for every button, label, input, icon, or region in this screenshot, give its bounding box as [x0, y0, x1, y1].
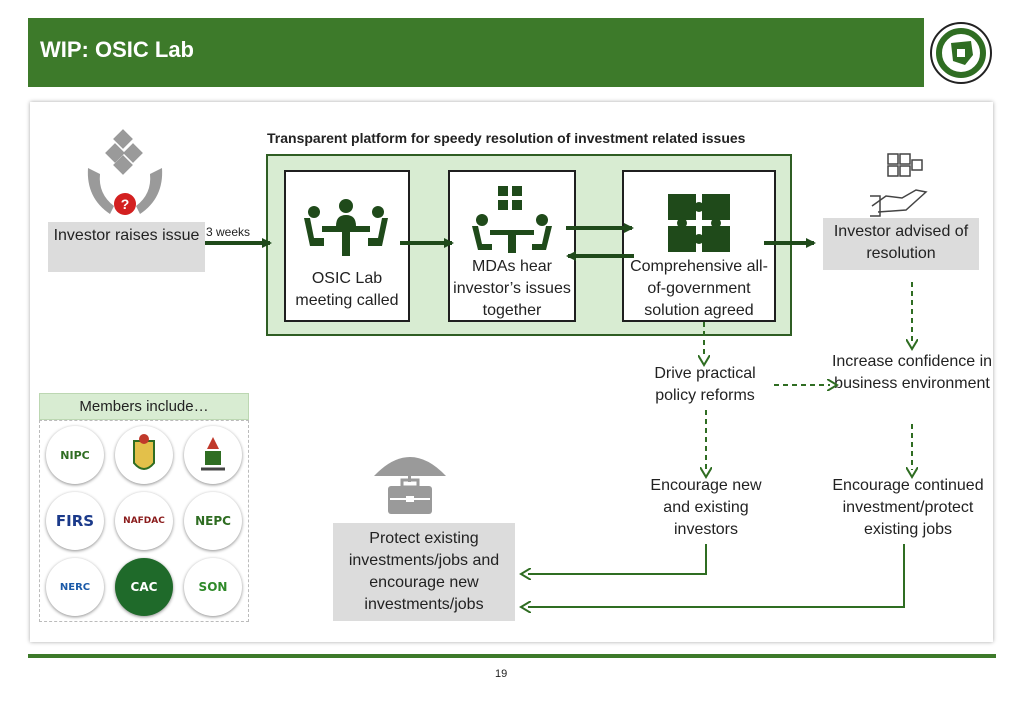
protect-investments-box: Protect existing investments/jobs and en…: [333, 523, 515, 621]
drive-reforms-label: Drive practical policy reforms: [654, 365, 756, 404]
mdas-discussion-icon: [468, 184, 556, 254]
coat-of-arms-logo-icon: [115, 426, 173, 484]
footer-divider: [28, 654, 996, 658]
title-bar: [28, 18, 924, 87]
hand-puzzle-icon: [868, 150, 932, 220]
nerc-logo-icon: NERC: [46, 558, 104, 616]
nipc-logo-icon: [927, 21, 995, 85]
cac-logo-icon: CAC: [115, 558, 173, 616]
members-logo-grid: [39, 420, 249, 622]
duration-label: 3 weeks: [206, 225, 251, 239]
increase-confidence-label: Increase confidence in business environm…: [831, 353, 993, 392]
son-logo-icon: SON: [184, 558, 242, 616]
osic-meeting-label: OSIC Lab meeting called: [295, 270, 399, 309]
encourage-new-label: Encourage new and existing investors: [650, 477, 762, 538]
solution-label: Comprehensive all-of-government solution…: [630, 258, 768, 319]
mdas-label: MDAs hear investor’s issues together: [453, 258, 571, 319]
agency-emblem-logo-icon: [184, 426, 242, 484]
umbrella-briefcase-icon: [370, 444, 450, 518]
page-number: 19: [495, 668, 508, 680]
page-title: WIP: OSIC Lab: [40, 37, 194, 62]
platform-title: Transparent platform for speedy resoluti…: [267, 130, 746, 146]
firs-logo-icon: FIRS: [46, 492, 104, 550]
encourage-continued-label: Encourage continued investment/protect e…: [832, 477, 984, 538]
members-heading: Members include…: [39, 393, 249, 420]
nafdac-logo-icon: NAFDAC: [115, 492, 173, 550]
arrow-continued-to-protect: [528, 544, 905, 607]
puzzle-icon: [664, 190, 734, 256]
solution-card: [622, 170, 776, 322]
investor-advised-box: Investor advised of resolution: [823, 218, 979, 270]
arrow-new-to-protect: [528, 544, 707, 574]
meeting-icon: [300, 196, 392, 258]
nipc-member-logo-icon: NIPC: [46, 426, 104, 484]
nepc-logo-icon: NEPC: [184, 492, 242, 550]
investor-raises-box: Investor raises issue: [48, 222, 205, 272]
svg-text:?: ?: [121, 196, 130, 212]
investor-question-icon: ?: [80, 128, 170, 220]
